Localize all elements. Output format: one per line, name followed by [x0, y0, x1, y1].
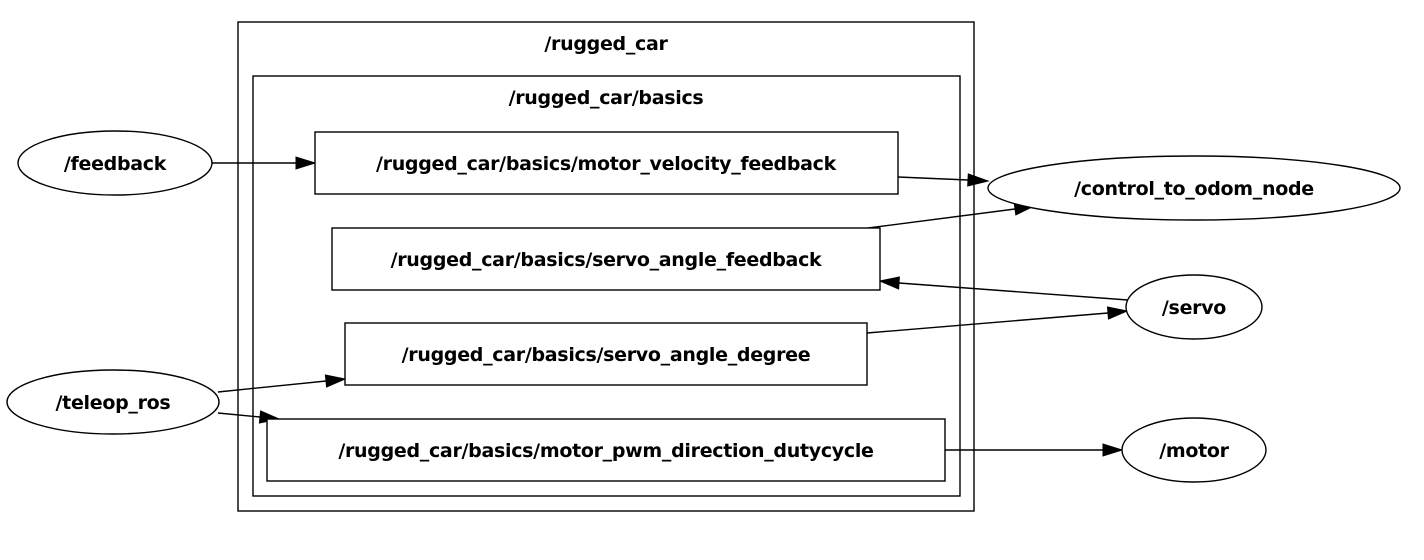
cluster-rugged-car-label: /rugged_car — [544, 33, 668, 55]
topic-node-feedback[interactable]: /feedback — [17, 130, 213, 196]
arrowhead-icon — [1106, 306, 1129, 320]
edge-servo-angle-degree-to-servo[interactable] — [866, 306, 1129, 334]
edge-motor-velocity-feedback-to-control-to-odom[interactable] — [897, 173, 990, 187]
node-label: /rugged_car/basics/servo_angle_feedback — [391, 249, 822, 271]
node-label: /rugged_car/basics/servo_angle_degree — [402, 344, 811, 366]
arrowhead-icon — [878, 276, 900, 290]
topic-node-teleop-ros[interactable]: /teleop_ros — [6, 369, 220, 435]
node-motor-pwm-direction-dutycycle[interactable]: /rugged_car/basics/motor_pwm_direction_d… — [266, 418, 946, 482]
topic-node-label: /servo — [1162, 297, 1226, 319]
topic-node-label: /teleop_ros — [56, 392, 171, 414]
node-servo-angle-feedback[interactable]: /rugged_car/basics/servo_angle_feedback — [331, 227, 881, 291]
cluster-rugged-car-basics-border — [252, 75, 961, 497]
topic-node-control-to-odom-node[interactable]: /control_to_odom_node — [987, 155, 1401, 221]
cluster-rugged-car: /rugged_car — [237, 21, 975, 512]
arrowhead-icon — [1102, 443, 1124, 457]
topic-node-servo[interactable]: /servo — [1125, 274, 1263, 340]
node-label: /rugged_car/basics/motor_pwm_direction_d… — [338, 440, 873, 462]
arrowhead-icon — [295, 156, 317, 170]
node-servo-angle-degree[interactable]: /rugged_car/basics/servo_angle_degree — [344, 322, 868, 386]
topic-node-label: /control_to_odom_node — [1074, 178, 1314, 200]
edge-motor-pwm-to-motor[interactable] — [945, 443, 1124, 457]
cluster-rugged-car-basics-label: /rugged_car/basics — [509, 87, 704, 109]
edges — [212, 156, 1129, 457]
edge-servo-to-servo-angle-feedback[interactable] — [878, 276, 1129, 301]
edge-servo-angle-feedback-to-control-to-odom[interactable] — [867, 202, 1036, 229]
topic-node-label: /motor — [1159, 440, 1229, 462]
topic-node-motor[interactable]: /motor — [1121, 417, 1267, 483]
arrowhead-icon — [967, 173, 990, 187]
topic-node-label: /feedback — [64, 153, 167, 175]
edge-teleop-to-servo-angle-degree[interactable] — [217, 374, 347, 393]
node-label: /rugged_car/basics/motor_velocity_feedba… — [376, 153, 837, 175]
cluster-rugged-car-border — [237, 21, 975, 512]
node-motor-velocity-feedback[interactable]: /rugged_car/basics/motor_velocity_feedba… — [314, 131, 899, 195]
cluster-rugged-car-basics: /rugged_car/basics — [252, 75, 961, 497]
arrowhead-icon — [324, 374, 347, 388]
edge-feedback-to-motor-velocity-feedback[interactable] — [212, 156, 317, 170]
